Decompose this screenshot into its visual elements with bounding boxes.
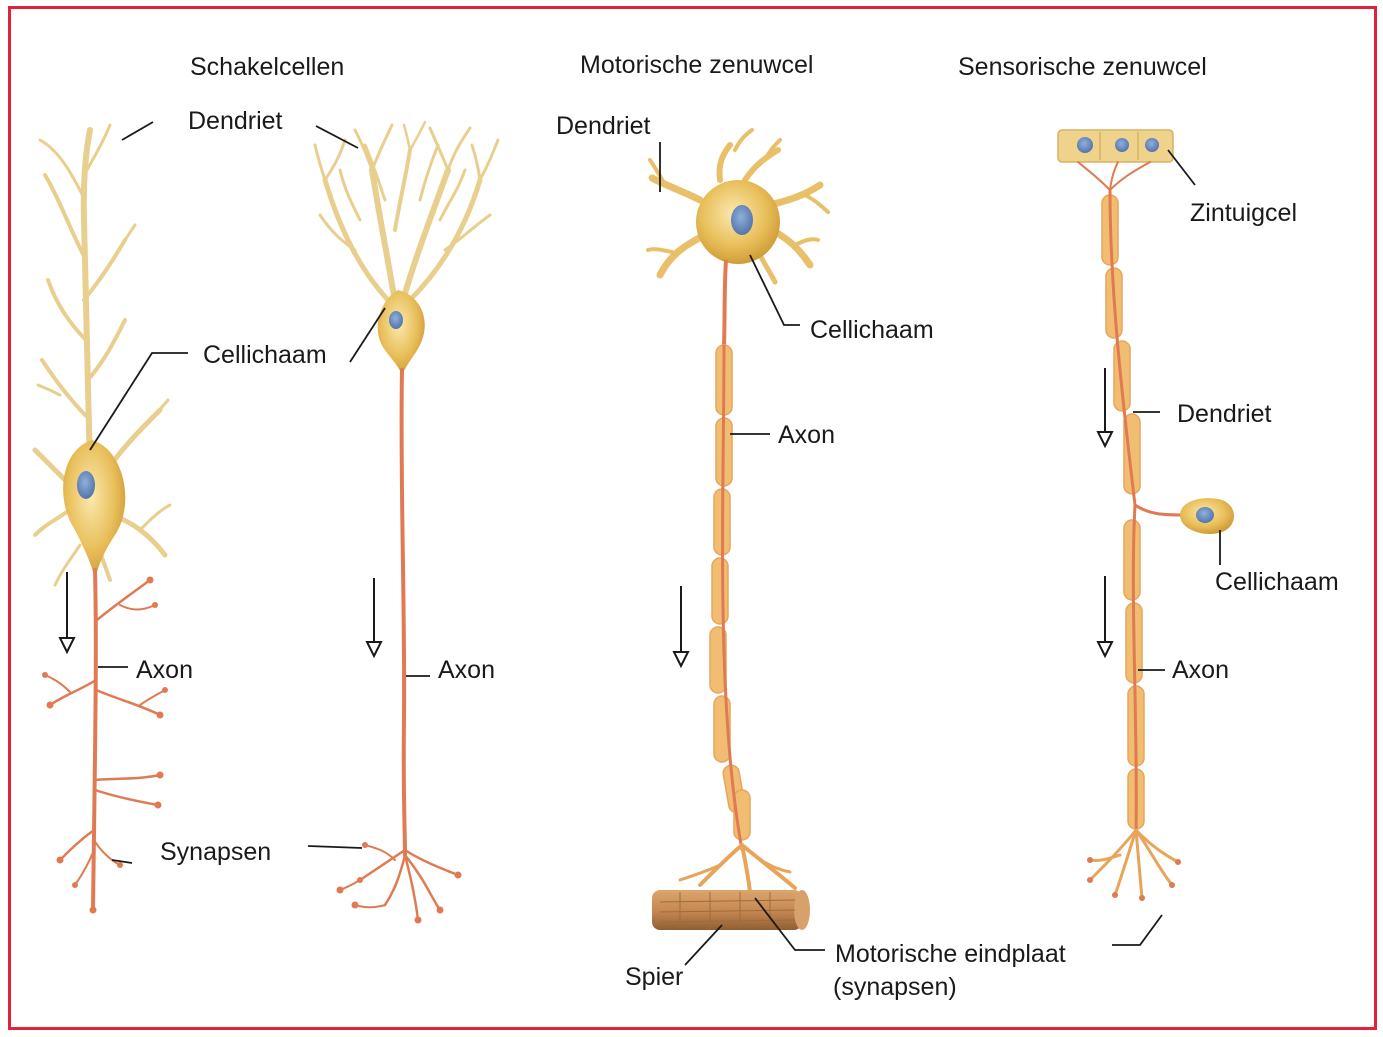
interneuron-right [315, 122, 498, 924]
sensory-nucleus [1196, 507, 1214, 523]
label-endplate-line2: (synapsen) [833, 973, 957, 1001]
label-sensory-cell: Zintuigcel [1190, 199, 1297, 227]
arrow-down-icon [60, 572, 74, 652]
label-axon-interneuron-left: Axon [136, 656, 193, 684]
sensory-dendrite [1102, 190, 1140, 505]
label-synapses: Synapsen [160, 838, 271, 866]
label-muscle: Spier [625, 963, 683, 991]
arrow-down-icon [1098, 368, 1112, 446]
sensory-neuron [1058, 130, 1234, 901]
heading-interneurons: Schakelcellen [190, 53, 344, 81]
interneuron-right-cell-body [378, 290, 425, 375]
label-axon-motor: Axon [778, 421, 835, 449]
interneuron-left [35, 125, 170, 914]
motor-neuron-terminals [680, 845, 795, 892]
interneuron-right-nucleus [389, 311, 403, 329]
sensory-cell-body-stem [1135, 505, 1185, 515]
sensory-axon-terminals [1090, 830, 1178, 898]
arrow-down-icon [367, 578, 381, 656]
label-cellbody-interneuron: Cellichaam [203, 341, 327, 369]
arrow-down-icon [1098, 576, 1112, 656]
muscle [652, 890, 810, 930]
label-axon-sensory: Axon [1172, 656, 1229, 684]
interneuron-left-nucleus [77, 471, 95, 499]
heading-sensory-neuron: Sensorische zenuwcel [958, 53, 1207, 81]
sensory-dendrite-endings [1078, 162, 1150, 190]
label-cellbody-sensory: Cellichaam [1215, 568, 1339, 596]
sensory-cells [1058, 130, 1173, 162]
interneuron-right-dendrites [315, 122, 498, 320]
interneuron-right-axon [340, 370, 458, 920]
interneuron-left-cell-body [63, 440, 125, 580]
label-endplate-line1: Motorische eindplaat [835, 940, 1066, 968]
label-dendrite-motor: Dendriet [556, 112, 651, 140]
interneuron-left-terminals [42, 577, 168, 914]
label-dendrite-interneuron: Dendriet [188, 107, 283, 135]
heading-motor-neuron: Motorische zenuwcel [580, 51, 813, 79]
motor-neuron [648, 130, 828, 930]
label-axon-interneuron-right: Axon [438, 656, 495, 684]
arrow-down-icon [674, 586, 688, 666]
motor-neuron-nucleus [731, 205, 753, 235]
direction-arrows [60, 368, 1112, 666]
label-dendrite-sensory: Dendriet [1177, 400, 1272, 428]
motor-neuron-axon [710, 260, 750, 850]
label-cellbody-motor: Cellichaam [810, 316, 934, 344]
